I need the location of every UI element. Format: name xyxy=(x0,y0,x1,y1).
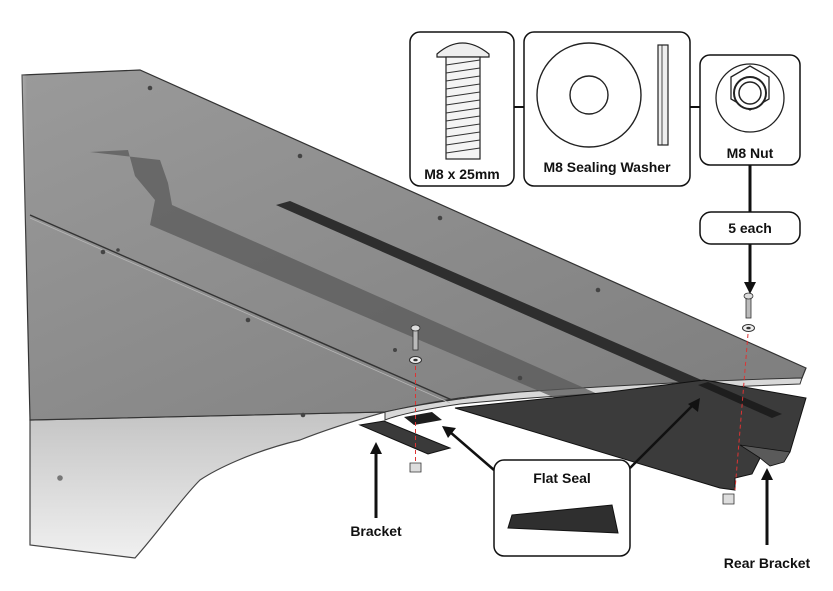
panel-seam-highlight xyxy=(29,217,451,404)
washer-callout: M8 Sealing Washer xyxy=(523,31,691,187)
nut-icon xyxy=(715,63,785,133)
quantity-arrowhead xyxy=(744,282,756,294)
nut-callout: M8 Nut xyxy=(699,54,801,166)
nut-label: M8 Nut xyxy=(727,145,774,161)
rear-bracket-callout: Rear Bracket xyxy=(724,468,811,571)
bracket-callout: Bracket xyxy=(350,442,402,539)
flat-seal-arrowhead xyxy=(688,398,700,412)
quantity-callout: 5 each xyxy=(699,211,801,245)
flat-seal-pointer-rear xyxy=(629,403,695,469)
panel-channel xyxy=(90,150,600,400)
seal-strip-top xyxy=(276,201,775,418)
rear-flat-seal xyxy=(698,382,782,418)
flat-seal-pointer-front xyxy=(449,431,495,471)
rear-bracket-arrowhead xyxy=(761,468,773,480)
bolt-label: M8 x 25mm xyxy=(424,166,499,182)
flat-seal-icon xyxy=(507,504,619,534)
bracket-label: Bracket xyxy=(350,523,402,539)
bracket-arrowhead xyxy=(370,442,382,454)
washer-label: M8 Sealing Washer xyxy=(543,159,671,175)
hardware-rear xyxy=(722,292,755,505)
front-bracket-part xyxy=(358,412,452,455)
panel-fade xyxy=(0,60,300,580)
flat-seal-label: Flat Seal xyxy=(533,470,591,486)
rear-bracket-lip xyxy=(739,444,791,467)
bolt-callout: M8 x 25mm xyxy=(409,31,515,187)
flat-seal-arrowhead xyxy=(442,426,456,438)
washer-icon xyxy=(536,42,669,148)
front-bracket xyxy=(358,420,452,455)
quantity-label: 5 each xyxy=(728,220,772,236)
rear-bracket-part xyxy=(454,379,807,491)
panel-seam xyxy=(29,214,453,401)
flat-seal-callout: Flat Seal xyxy=(442,398,700,557)
rear-bracket-label: Rear Bracket xyxy=(724,555,811,571)
bolt-icon xyxy=(436,42,490,160)
panel-front-lip xyxy=(384,377,803,421)
rear-bracket xyxy=(454,379,807,491)
roof-panel xyxy=(0,60,807,580)
front-flat-seal xyxy=(404,412,442,425)
hardware-front xyxy=(409,324,422,473)
